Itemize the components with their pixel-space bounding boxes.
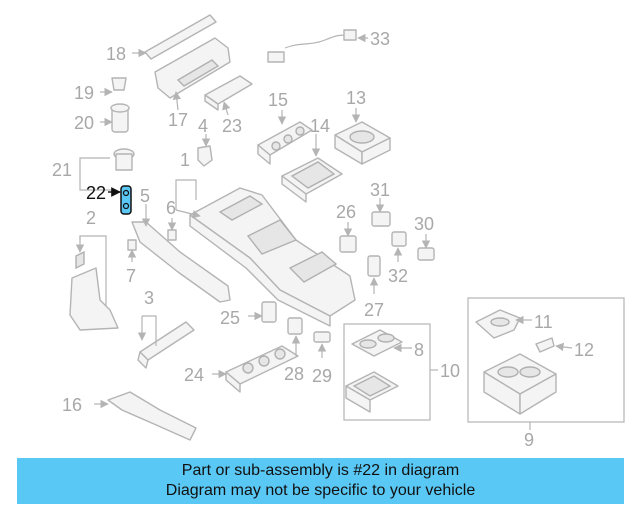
callout-21: 21 [52,160,72,180]
part-7-small-clip: 7 [126,239,137,286]
callout-27: 27 [364,300,384,320]
part-13-shift-boot: 13 [334,88,391,165]
callout-1: 1 [180,150,190,170]
callout-19: 19 [74,83,94,103]
callout-2: 2 [86,208,96,228]
part-29-button: 29 [312,331,332,386]
part-2-left-trim: 2 [69,208,119,331]
callout-20: 20 [74,113,94,133]
part-31-switch: 31 [370,180,391,227]
callout-22: 22 [86,183,106,203]
part-27-switch: 27 [364,255,384,320]
callout-7: 7 [126,266,136,286]
callout-25: 25 [220,308,240,328]
part-30-switch: 30 [414,214,435,261]
callout-5: 5 [140,186,150,206]
part-10-cupholder-group: 8 10 [343,323,460,421]
part-20-socket: 20 [74,103,130,133]
part-1-center-console: 1 [175,150,356,327]
callout-17: 17 [168,110,188,130]
part-28-switch: 28 [284,317,304,384]
callout-11: 11 [534,312,553,332]
part-5-side-panel: 5 [131,186,231,303]
part-24-climate-control: 24 [184,345,299,393]
callout-33: 33 [370,29,390,49]
callout-6: 6 [166,198,176,218]
callout-26: 26 [336,202,356,222]
part-33-cable: 33 [267,29,390,63]
part-14-tray: 14 [281,116,343,203]
part-19-cap: 19 [74,77,127,103]
callout-4: 4 [198,116,208,136]
callout-28: 28 [284,364,304,384]
callout-32: 32 [388,266,408,286]
part-32-switch: 32 [388,231,408,286]
part-25-switch: 25 [220,301,277,328]
part-9-cupholder-assembly: 11 12 9 [467,297,625,450]
callout-18: 18 [106,44,126,64]
part-4-bracket: 4 [197,116,213,167]
part-21-lighter-assembly: 21 [52,148,135,191]
part-22-highlighted: 22 [86,183,132,215]
callout-3: 3 [144,288,154,308]
callout-15: 15 [268,90,288,110]
part-17-upper-panel: 17 [154,37,231,130]
callout-30: 30 [414,214,434,234]
callout-31: 31 [370,180,390,200]
callout-13: 13 [346,88,366,108]
part-6-clip: 6 [166,198,177,241]
banner-part-text: Part or sub-assembly is #22 in diagram [181,462,460,479]
callout-9: 9 [524,430,534,450]
part-16-air-duct: 16 [62,391,197,441]
part-18-trim-strip: 18 [106,14,217,64]
callout-23: 23 [222,116,242,136]
callout-8: 8 [414,340,424,360]
callout-29: 29 [312,366,332,386]
part-26-switch: 26 [336,202,357,253]
banner-disclaimer-text: Diagram may not be specific to your vehi… [165,482,476,499]
part-3-bracket: 3 [137,288,195,369]
callout-16: 16 [62,395,82,415]
part-15-climate-panel: 15 [257,90,313,165]
callout-10: 10 [440,361,460,381]
callout-14: 14 [310,116,330,136]
info-banner: Part or sub-assembly is #22 in diagram D… [17,458,624,504]
callout-12: 12 [574,340,594,360]
part-23-switch-panel: 23 [204,75,253,136]
callout-24: 24 [184,365,204,385]
